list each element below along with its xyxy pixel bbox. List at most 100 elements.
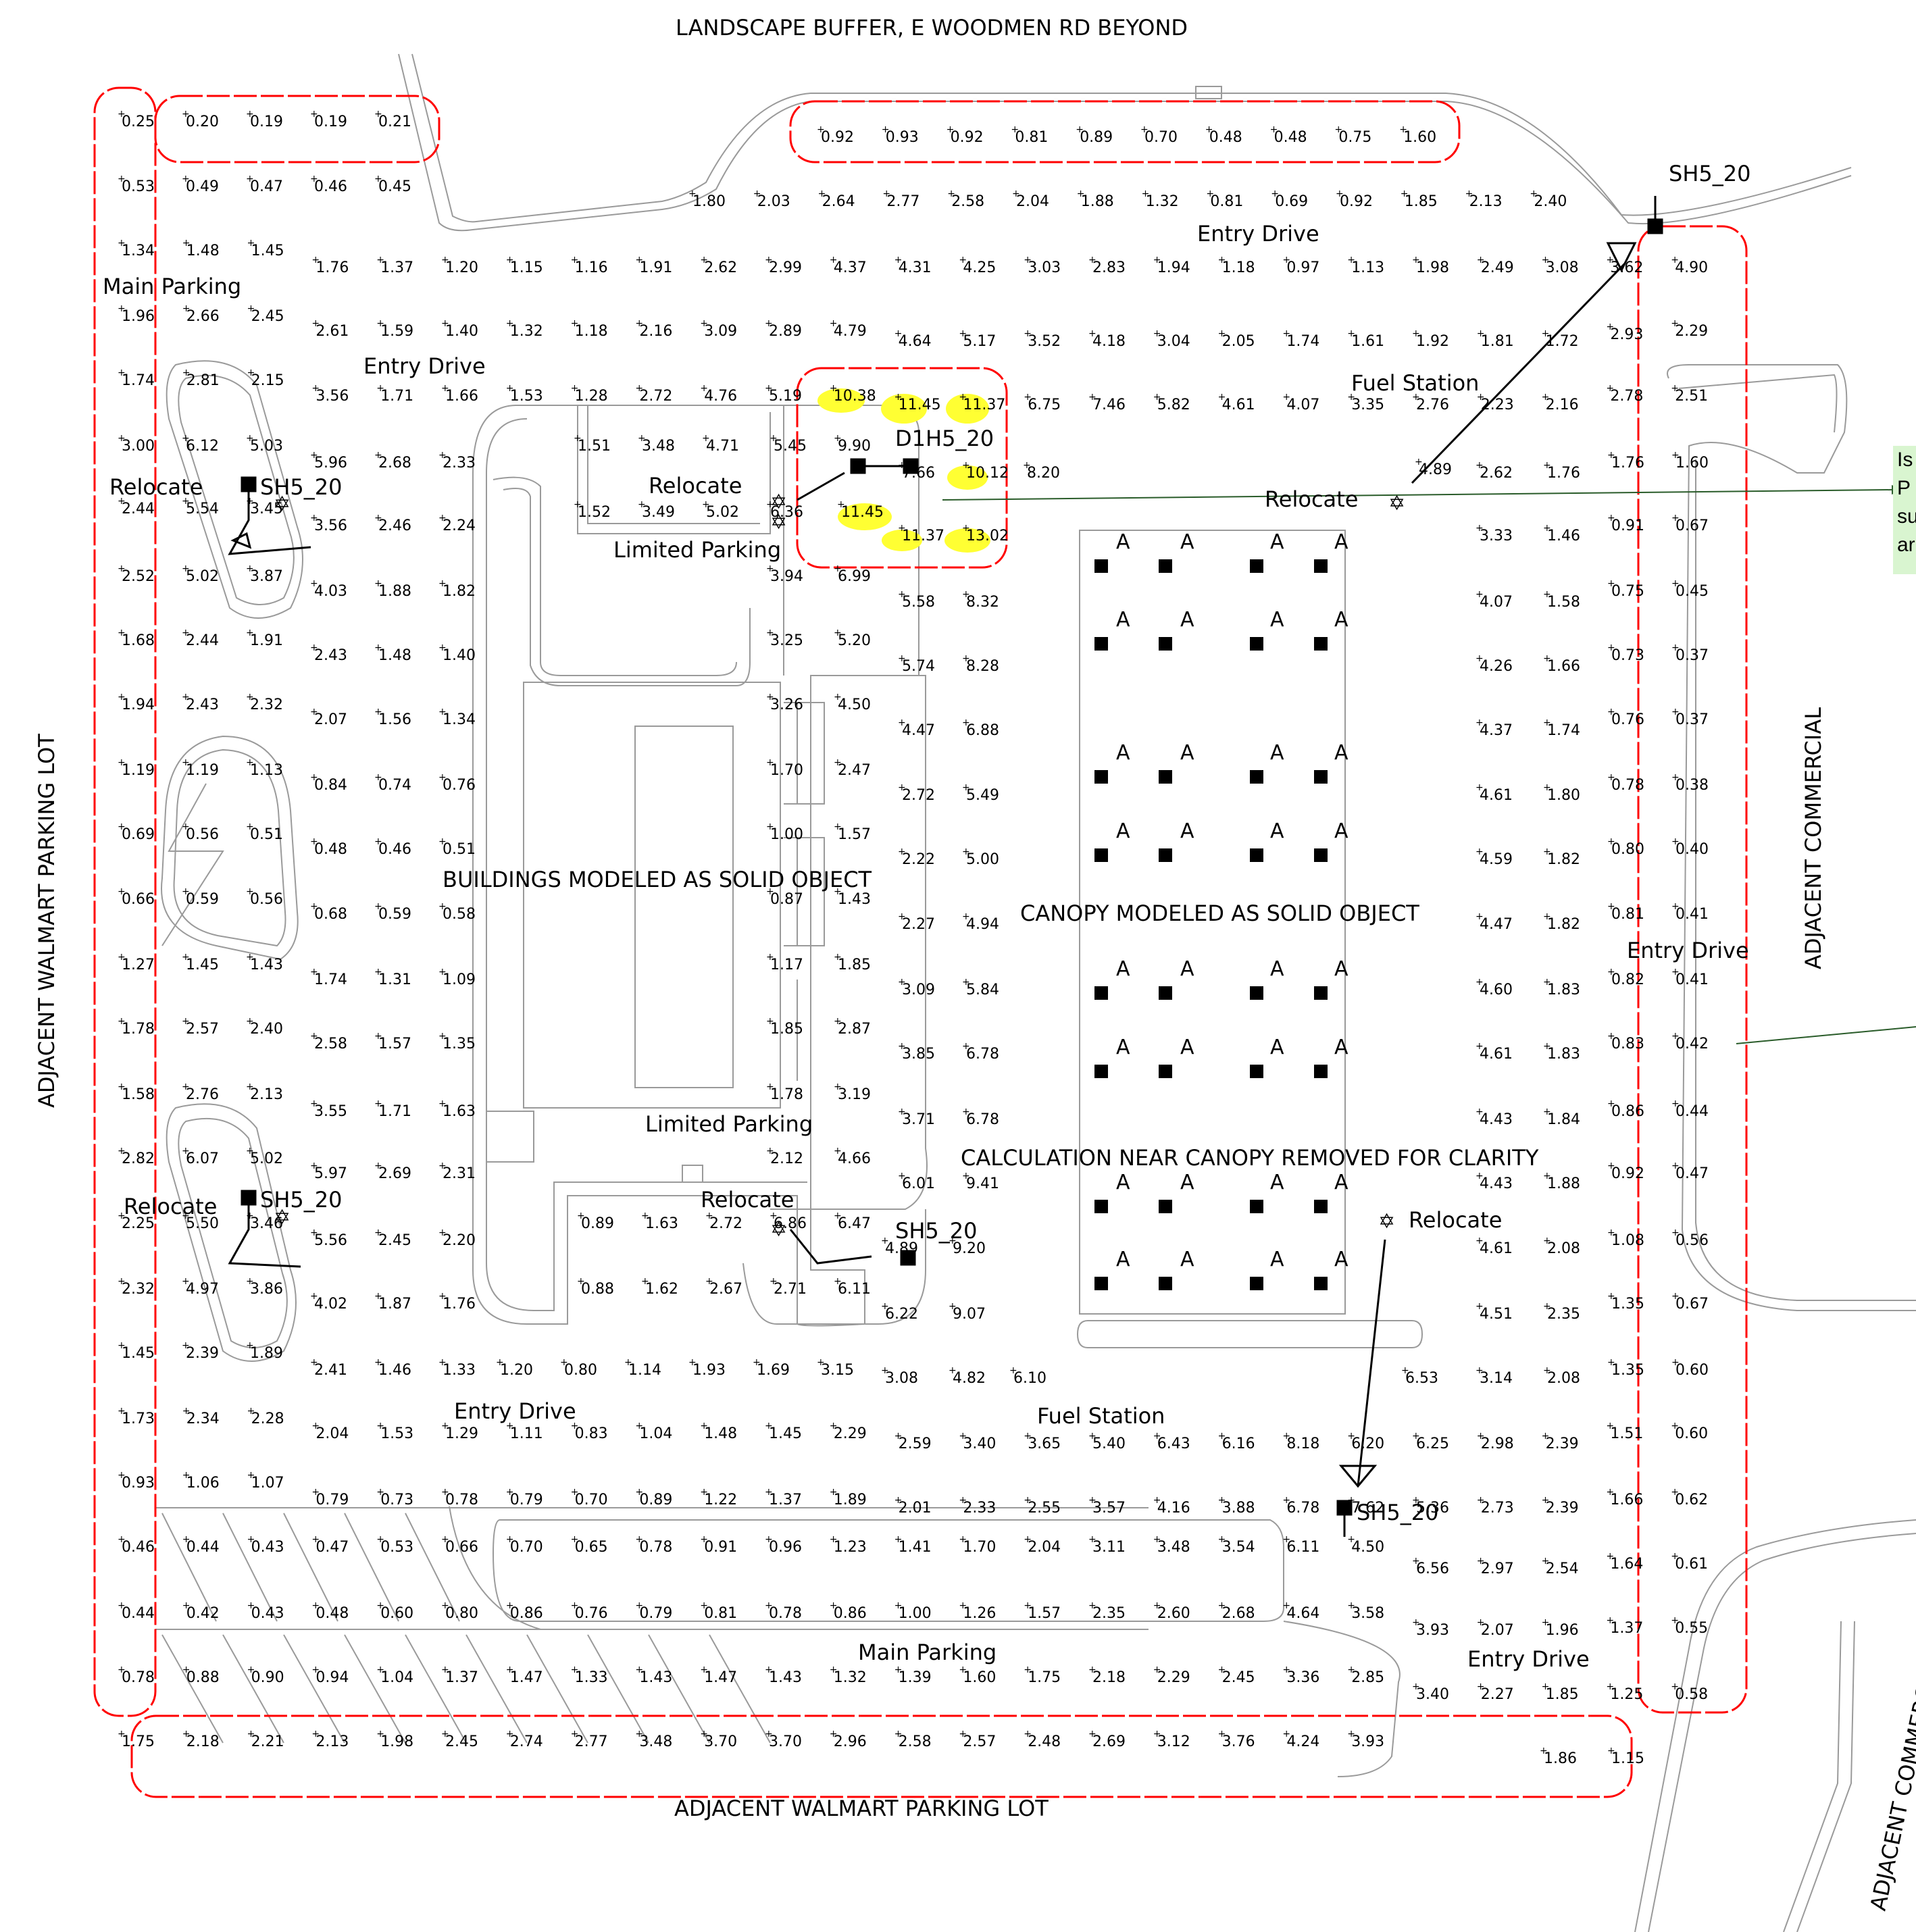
illuminance-value: 0.51	[443, 841, 476, 858]
calc-point-marker: +	[1542, 1556, 1550, 1567]
canopy-fixture-label: A	[1116, 1171, 1130, 1194]
illuminance-value: 4.64	[899, 333, 932, 350]
illuminance-value: 1.43	[639, 1669, 672, 1686]
calc-point-marker: +	[962, 977, 970, 988]
canopy-fixture-label: A	[1116, 608, 1130, 632]
illuminance-value: 8.32	[966, 594, 999, 611]
illuminance-value: 1.40	[443, 647, 476, 664]
illuminance-value: 4.89	[1419, 461, 1452, 478]
illuminance-value: 0.93	[886, 129, 919, 146]
calc-point-marker: +	[959, 1664, 967, 1675]
illuminance-value: 6.12	[186, 438, 219, 455]
illuminance-value: 0.19	[250, 113, 283, 130]
calc-point-marker: +	[1543, 523, 1551, 534]
svg-text:✡: ✡	[1378, 1210, 1395, 1234]
calc-point-marker: +	[118, 1016, 126, 1027]
calc-point-marker: +	[182, 692, 190, 703]
illuminance-value: 1.47	[510, 1669, 543, 1686]
illuminance-value: 0.25	[122, 113, 155, 130]
illuminance-value: 2.49	[1481, 259, 1514, 276]
illuminance-value: 2.76	[186, 1086, 219, 1103]
highlights	[817, 388, 990, 553]
calc-point-marker: +	[182, 628, 190, 638]
illuminance-value: 0.91	[1611, 517, 1644, 534]
calc-point-marker: +	[374, 513, 382, 524]
calc-point-marker: +	[1477, 1556, 1485, 1567]
illuminance-value: 1.13	[250, 762, 283, 779]
illuminance-value: 0.75	[1611, 583, 1644, 600]
illuminance-value: 5.49	[966, 787, 999, 804]
illuminance-value: 6.43	[1157, 1435, 1190, 1452]
calc-point-marker: +	[1282, 1600, 1290, 1611]
calc-point-marker: +	[766, 563, 774, 574]
illuminance-value: 4.16	[1157, 1500, 1190, 1517]
calc-point-marker: +	[1282, 1534, 1290, 1545]
calc-point-marker: +	[818, 188, 826, 199]
calc-point-marker: +	[571, 1421, 579, 1431]
illuminance-value: 3.46	[250, 1215, 283, 1232]
illuminance-value: 1.61	[1351, 333, 1384, 350]
illuminance-value: 9.20	[953, 1240, 986, 1257]
illuminance-value: 0.47	[250, 178, 283, 195]
fixture-label: SH5_20	[260, 474, 342, 500]
calc-point-marker: +	[1671, 1227, 1680, 1238]
calc-point-marker: +	[641, 1276, 649, 1287]
illuminance-value: 2.55	[1028, 1500, 1061, 1517]
canopy-fixture	[1314, 637, 1328, 651]
illuminance-value: 3.00	[122, 438, 155, 455]
calc-point-marker: +	[1412, 1681, 1420, 1692]
illuminance-value: 1.09	[443, 971, 476, 988]
illuminance-value: 11.37	[963, 397, 1005, 413]
calc-point-marker: +	[441, 1534, 449, 1545]
illuminance-value: 2.82	[122, 1150, 155, 1167]
illuminance-value: 6.22	[885, 1306, 918, 1323]
svg-text:✡: ✡	[770, 1218, 787, 1242]
illuminance-value: 3.70	[704, 1733, 737, 1750]
calc-point-marker: +	[834, 1146, 842, 1156]
illuminance-value: 2.57	[963, 1733, 996, 1750]
illuminance-value: 2.66	[186, 308, 220, 325]
calc-point-marker: +	[311, 1534, 320, 1545]
illuminance-value: 4.47	[902, 722, 935, 739]
calc-point-marker: +	[1024, 1600, 1032, 1611]
calc-point-marker: +	[962, 589, 970, 600]
illuminance-value: 0.44	[1675, 1103, 1709, 1120]
calc-point-marker: +	[1347, 392, 1355, 403]
calc-point-marker: +	[438, 1031, 447, 1042]
callout-line: su	[1897, 505, 1916, 528]
illuminance-value: 4.97	[186, 1281, 219, 1298]
illuminance-value: 2.13	[1469, 193, 1503, 210]
calc-point-marker: +	[118, 886, 126, 897]
canopy-fixture-label: A	[1180, 1036, 1194, 1059]
illuminance-value: 3.71	[902, 1111, 935, 1128]
calc-point-marker: +	[1543, 977, 1551, 988]
calc-point-marker: +	[700, 255, 708, 265]
illuminance-value: 1.91	[250, 632, 283, 649]
illuminance-value: 1.34	[122, 243, 155, 259]
area-label: Relocate	[1265, 486, 1358, 512]
illuminance-value: 3.03	[1028, 259, 1061, 276]
calc-point-marker: +	[577, 1276, 585, 1287]
calc-point-marker: +	[182, 1729, 191, 1739]
calc-point-marker: +	[834, 1211, 842, 1221]
calc-point-marker: +	[700, 1664, 708, 1675]
illuminance-value: 0.70	[575, 1492, 608, 1508]
illuminance-value: 0.45	[1675, 583, 1709, 600]
illuminance-value: 3.70	[769, 1733, 802, 1750]
calc-point-marker: +	[766, 1016, 774, 1027]
calc-point-marker: +	[1206, 188, 1214, 199]
illuminance-value: 4.07	[1286, 397, 1319, 413]
illuminance-value: 0.92	[1611, 1165, 1644, 1182]
calc-point-marker: +	[247, 1406, 255, 1417]
illuminance-value: 1.46	[1547, 528, 1580, 544]
calc-point-marker: +	[1671, 967, 1680, 977]
area-label: Main Parking	[103, 274, 241, 299]
illuminance-value: 4.89	[885, 1240, 918, 1257]
illuminance-value: 2.39	[1546, 1435, 1579, 1452]
calc-point-marker: +	[1542, 392, 1550, 403]
calc-point-marker: +	[1412, 328, 1420, 339]
illuminance-value: 0.47	[316, 1539, 349, 1556]
illuminance-value: 2.20	[443, 1232, 476, 1249]
calc-point-marker: +	[1412, 255, 1420, 265]
calc-point-marker: +	[1024, 1534, 1032, 1545]
